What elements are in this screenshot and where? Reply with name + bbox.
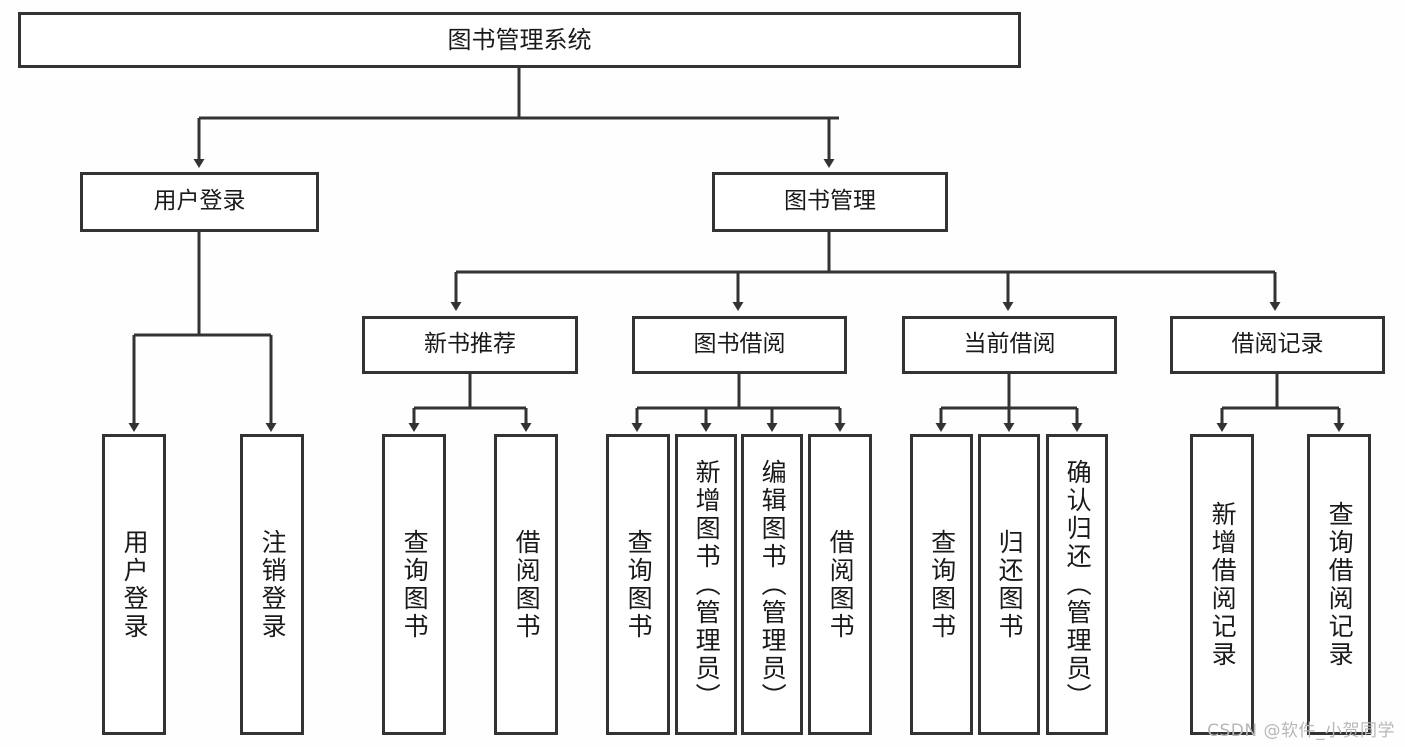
leaf-query-book-current[interactable]: 查询图书 [910, 434, 973, 735]
node-label: 查询图书 [927, 528, 957, 641]
leaf-borrow-book-newbook[interactable]: 借阅图书 [494, 434, 558, 735]
node-current-borrow[interactable]: 当前借阅 [902, 316, 1117, 374]
node-label: 借阅图书 [512, 528, 542, 641]
node-label: 用户登录 [153, 188, 246, 215]
leaf-query-book-borrow[interactable]: 查询图书 [606, 434, 670, 735]
leaf-add-book-admin[interactable]: 新增图书（管理员） [675, 434, 737, 735]
node-label: 查询图书 [624, 528, 654, 641]
node-label: 图书管理系统 [447, 25, 592, 54]
leaf-query-book-newbook[interactable]: 查询图书 [382, 434, 446, 735]
leaf-borrow-book[interactable]: 借阅图书 [808, 434, 872, 735]
node-label: 借阅记录 [1231, 331, 1324, 358]
node-label: 确认归还（管理员） [1063, 458, 1093, 711]
node-label: 用户登录 [120, 528, 150, 641]
leaf-user-login[interactable]: 用户登录 [102, 434, 166, 735]
node-label: 当前借阅 [963, 331, 1056, 358]
node-label: 新增借阅记录 [1208, 500, 1238, 669]
node-book-borrow[interactable]: 图书借阅 [632, 316, 847, 374]
node-label: 归还图书 [995, 528, 1025, 641]
node-label: 新增图书（管理员） [692, 458, 722, 711]
node-user-login[interactable]: 用户登录 [80, 172, 319, 232]
node-label: 新书推荐 [424, 331, 516, 358]
csdn-watermark: CSDN @软件_小贺同学 [1207, 721, 1395, 741]
node-label: 查询借阅记录 [1325, 500, 1355, 669]
node-root-system[interactable]: 图书管理系统 [18, 12, 1021, 68]
leaf-logout[interactable]: 注销登录 [240, 434, 304, 735]
leaf-add-borrow-record[interactable]: 新增借阅记录 [1190, 434, 1254, 735]
node-label: 图书管理 [784, 188, 876, 215]
node-borrow-record[interactable]: 借阅记录 [1170, 316, 1385, 374]
leaf-return-book[interactable]: 归还图书 [978, 434, 1040, 735]
node-label: 查询图书 [400, 528, 430, 641]
node-book-management[interactable]: 图书管理 [712, 172, 948, 232]
node-label: 图书借阅 [693, 331, 786, 358]
leaf-confirm-return-admin[interactable]: 确认归还（管理员） [1046, 434, 1108, 735]
node-label: 注销登录 [258, 528, 288, 641]
leaf-query-borrow-record[interactable]: 查询借阅记录 [1307, 434, 1371, 735]
node-label: 编辑图书（管理员） [758, 458, 788, 711]
leaf-edit-book-admin[interactable]: 编辑图书（管理员） [741, 434, 803, 735]
node-label: 借阅图书 [826, 528, 856, 641]
node-new-book-recommend[interactable]: 新书推荐 [362, 316, 578, 374]
